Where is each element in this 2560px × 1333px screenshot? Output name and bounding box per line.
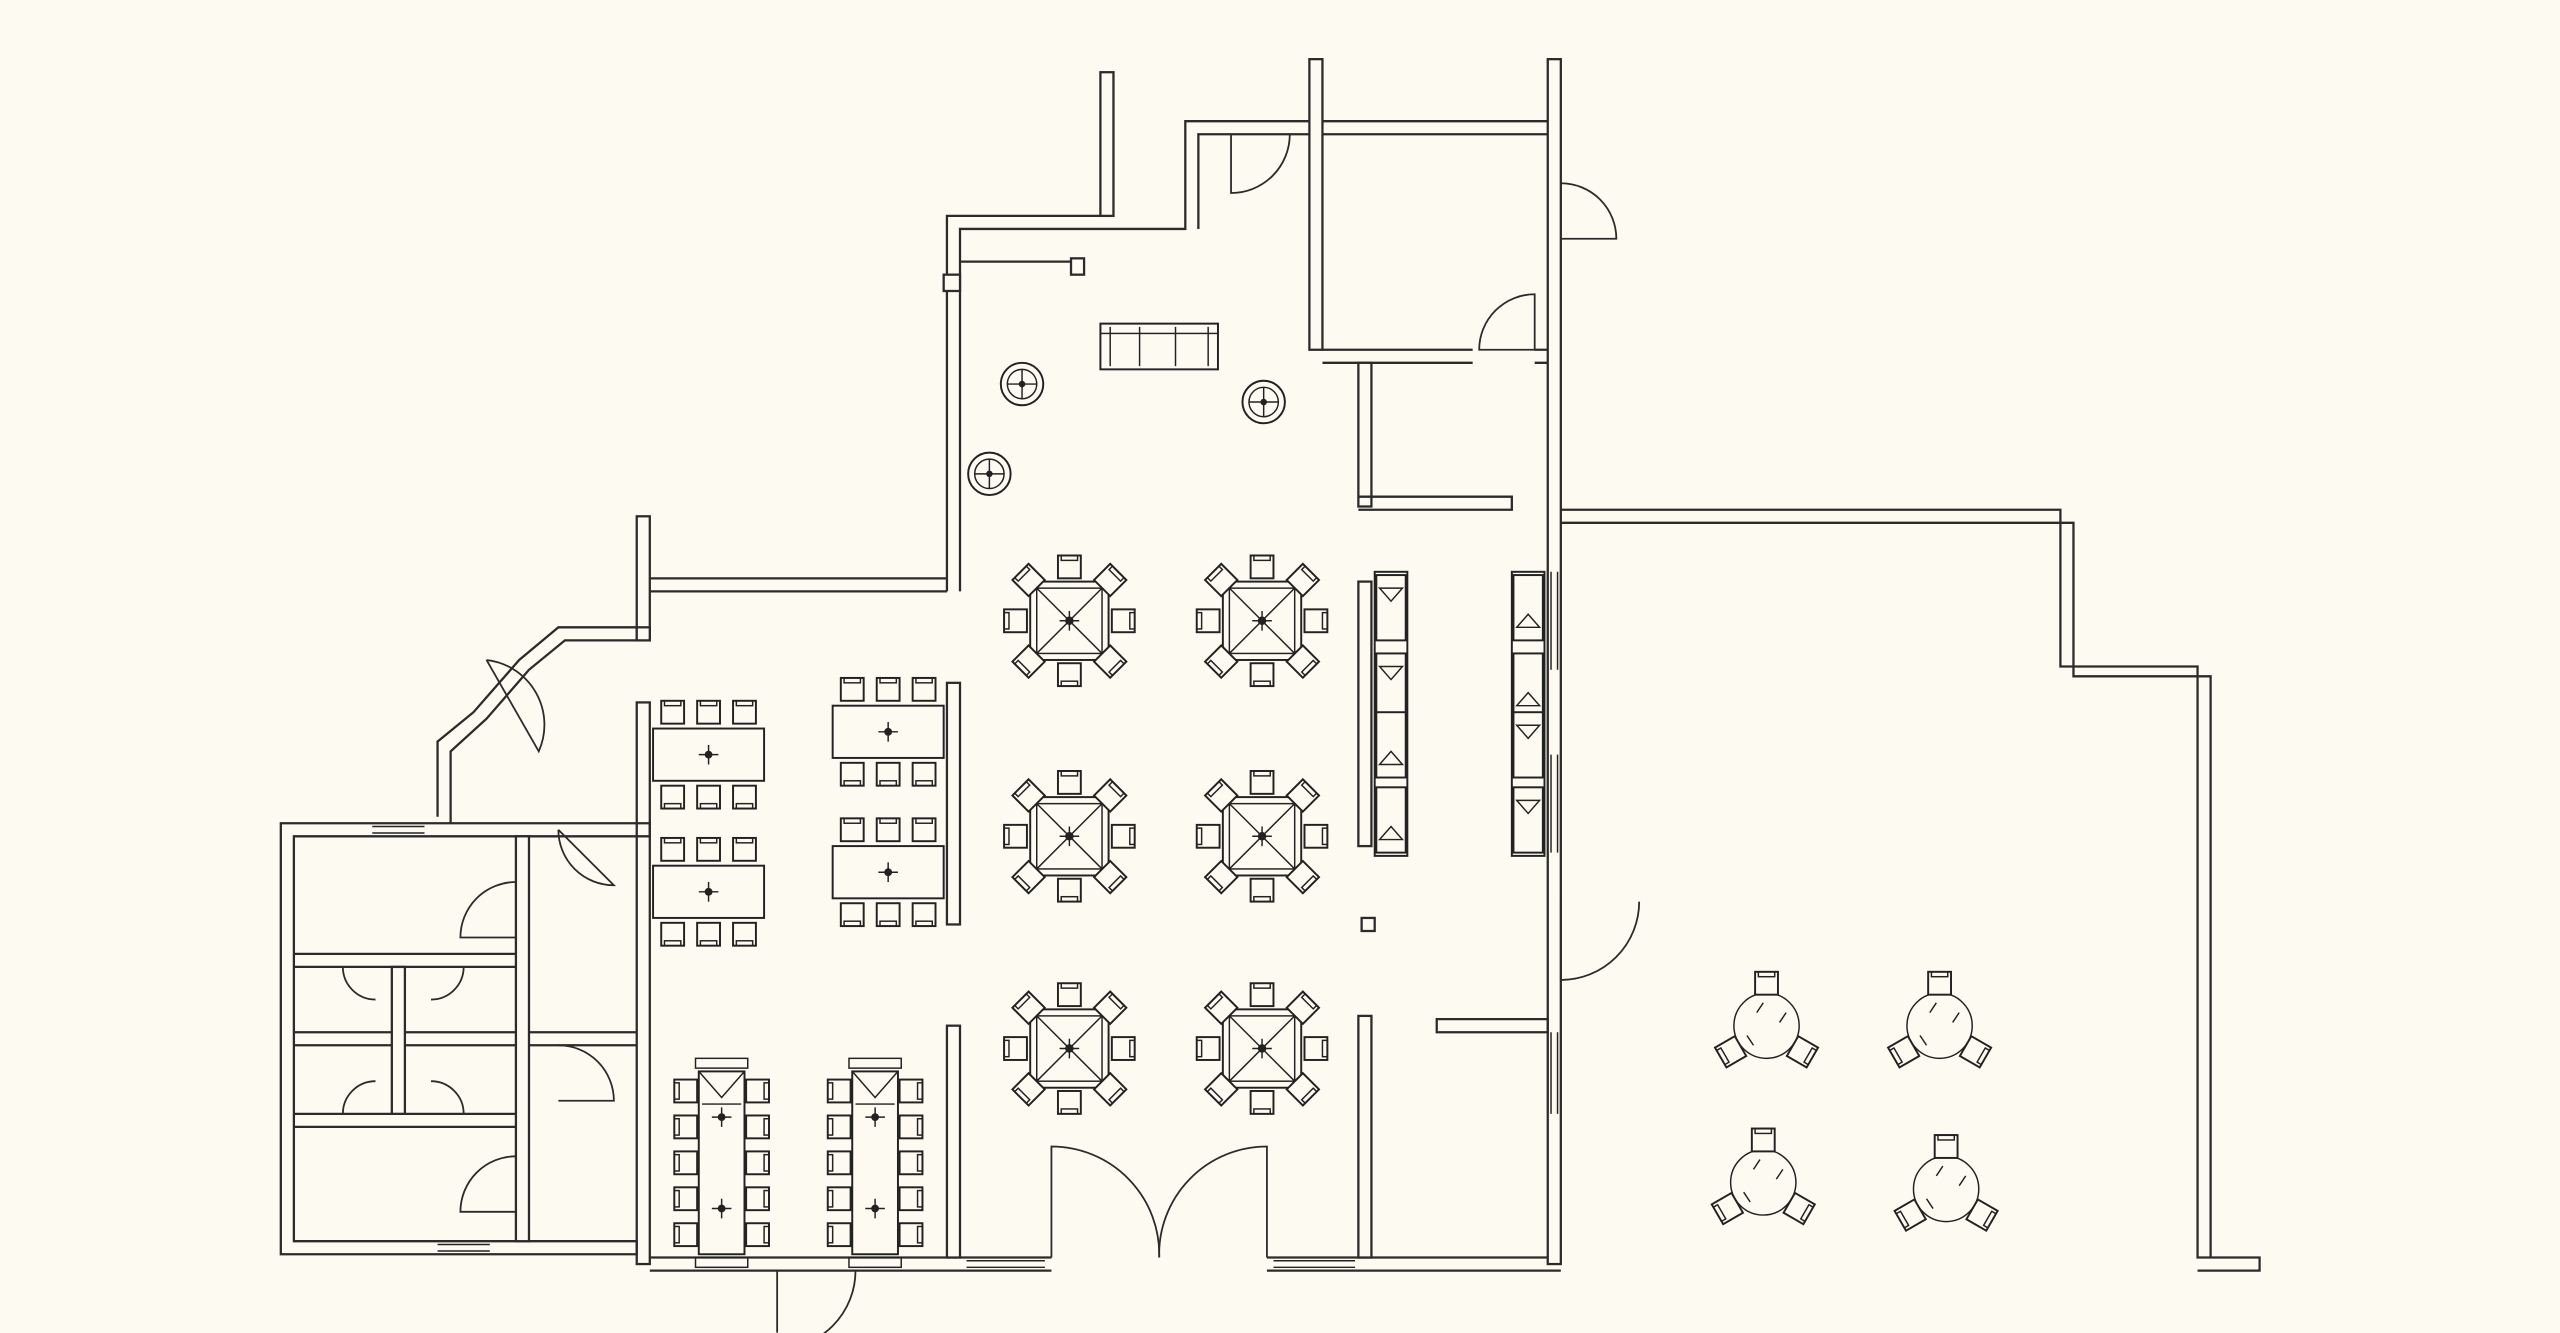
booth-left[interactable]: [1373, 570, 1409, 857]
round-table-3[interactable]: [1004, 771, 1135, 902]
round-table-4[interactable]: [1197, 771, 1328, 902]
booth-right[interactable]: [1510, 570, 1546, 857]
rect-table-1[interactable]: [653, 701, 764, 809]
round-tables[interactable]: [1004, 555, 1327, 1113]
doors: [341, 134, 1641, 1333]
booths[interactable]: [1373, 570, 1546, 857]
patio-table-1[interactable]: [1715, 972, 1818, 1068]
lounge-chair-2[interactable]: [1241, 379, 1286, 425]
long-table-1[interactable]: [674, 1058, 769, 1267]
patio-table-4[interactable]: [1895, 1135, 1998, 1231]
rect-table-2[interactable]: [833, 678, 944, 786]
round-table-6[interactable]: [1197, 983, 1328, 1114]
sofa[interactable]: [1099, 322, 1219, 371]
round-table-2[interactable]: [1197, 555, 1328, 686]
rect-table-4[interactable]: [833, 818, 944, 926]
lounge-chair-3[interactable]: [967, 451, 1012, 497]
patio-tables[interactable]: [1712, 972, 1998, 1231]
patio-table-2[interactable]: [1888, 972, 1991, 1068]
round-table-5[interactable]: [1004, 983, 1135, 1114]
lounge-chair-1[interactable]: [999, 361, 1045, 407]
walls: [279, 58, 2261, 1272]
rect-table-3[interactable]: [653, 838, 764, 946]
long-tables[interactable]: [674, 1058, 922, 1267]
round-table-1[interactable]: [1004, 555, 1135, 686]
long-table-2[interactable]: [828, 1058, 923, 1267]
lounge-chairs[interactable]: [967, 361, 1286, 497]
rect-tables[interactable]: [653, 678, 944, 946]
patio-table-3[interactable]: [1712, 1129, 1815, 1225]
